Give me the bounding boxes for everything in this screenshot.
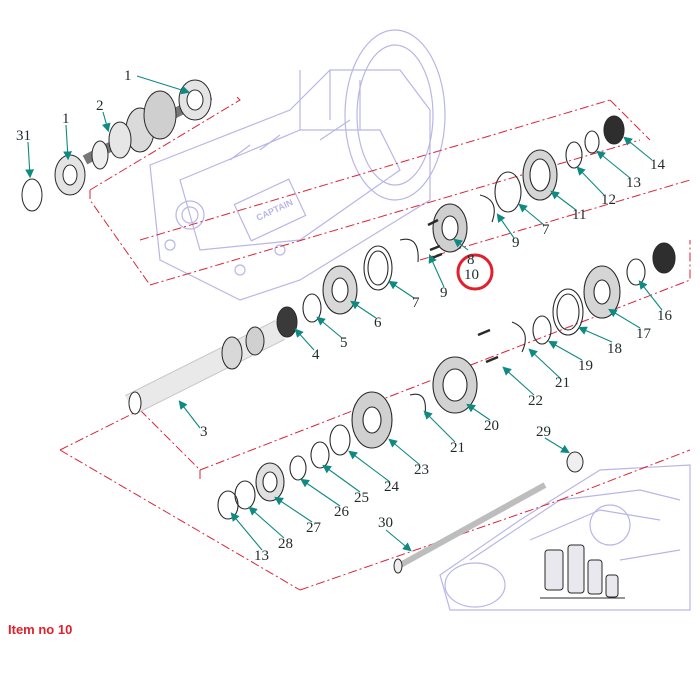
callout-label: 19 [578,358,593,374]
main-shaft [125,306,298,415]
callout-label: 9 [440,285,448,301]
upper-shaft-assembly [21,79,213,212]
dashed-assembly-frames [59,94,691,591]
callout-label: 2 [96,98,104,114]
callout-label: 1 [124,68,132,84]
callout-label: 8 [467,252,475,268]
callout-label: 25 [354,490,369,506]
callout-label: 21 [450,440,465,456]
callout-label: 29 [536,424,551,440]
callout-label: 3 [200,424,208,440]
gearbox-housing-top [149,29,446,301]
callout-labels: 1 2 31 1 3 4 5 6 7 8 9 9 7 11 12 13 14 1… [16,68,673,564]
callout-label: 11 [572,207,586,223]
callout-label: 20 [484,418,499,434]
highlighted-callout-label: 10 [464,267,479,283]
callout-label: 23 [414,462,429,478]
callout-label: 13 [254,548,269,564]
callout-label: 24 [384,479,400,495]
callout-label: 6 [374,315,382,331]
callout-label: 14 [650,157,666,173]
callout-label: 1 [62,111,70,127]
callout-label: 12 [601,192,616,208]
callout-label: 5 [340,335,348,351]
callout-label: 27 [306,520,322,536]
gear-cluster-inset [540,544,625,599]
right-gear-row [477,242,676,364]
callout-label: 26 [334,504,350,520]
housing-logo-text: CAPTAIN [255,197,295,223]
item-caption: Item no 10 [8,622,73,637]
lower-gear-row [217,356,478,520]
callout-label: 7 [412,295,420,311]
callout-leader-lines [25,75,663,552]
callout-label: 18 [607,341,622,357]
callout-label: 30 [378,515,393,531]
gearbox-housing-bottom [439,464,691,611]
exploded-parts-diagram: CAPTAIN [16,29,691,611]
callout-label: 17 [636,326,652,342]
callout-label: 7 [542,222,550,238]
middle-gear-row [302,115,625,323]
callout-label: 28 [278,536,293,552]
callout-label: 9 [512,235,520,251]
callout-label: 13 [626,175,641,191]
countershaft-assembly [393,451,584,574]
callout-label: 22 [528,393,543,409]
callout-label: 21 [555,375,570,391]
callout-label: 16 [657,308,673,324]
highlight-ring [456,253,494,291]
callout-label: 4 [312,347,320,363]
callout-label: 31 [16,128,31,144]
